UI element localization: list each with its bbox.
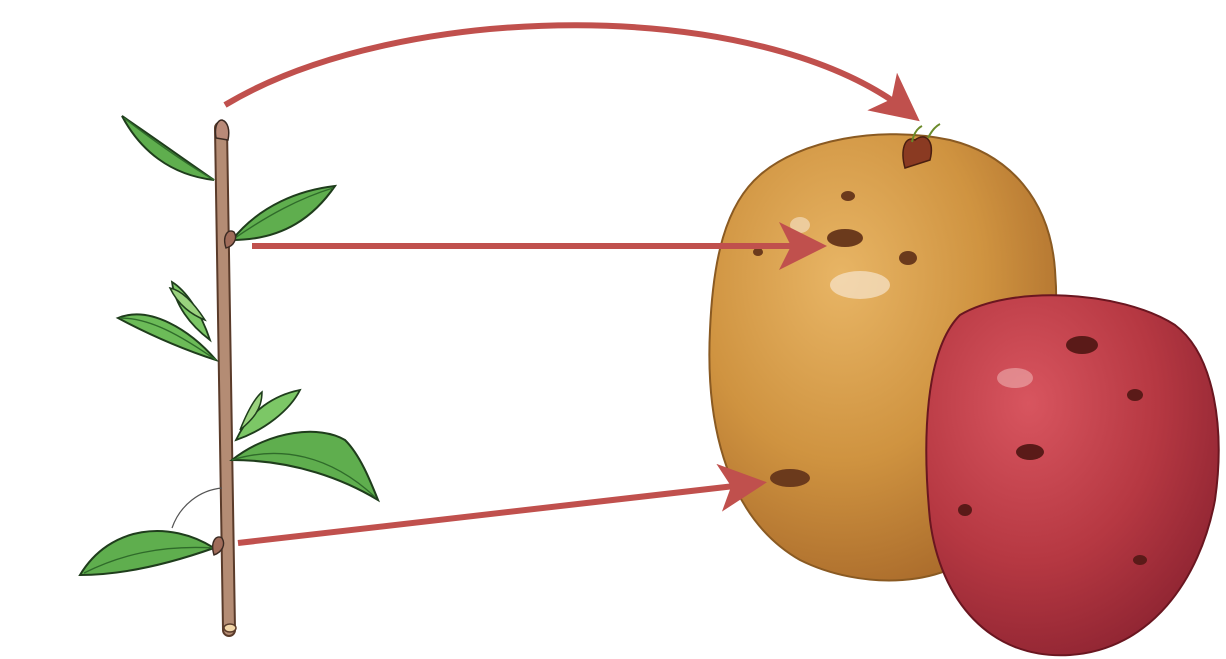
leaf (122, 116, 214, 180)
axillary-bud (225, 231, 236, 248)
leaf (80, 531, 214, 575)
stem-cutting (80, 116, 378, 632)
leaf-cluster (118, 282, 216, 360)
leaf-cluster (232, 390, 378, 500)
arrow-lower-bud (238, 484, 752, 543)
potato-red (926, 295, 1218, 655)
stem-cut-end (224, 624, 236, 632)
internode-indicator (172, 488, 222, 528)
leaf (232, 186, 335, 240)
arrow-apical-bud (225, 25, 908, 112)
apical-bud (215, 120, 228, 140)
